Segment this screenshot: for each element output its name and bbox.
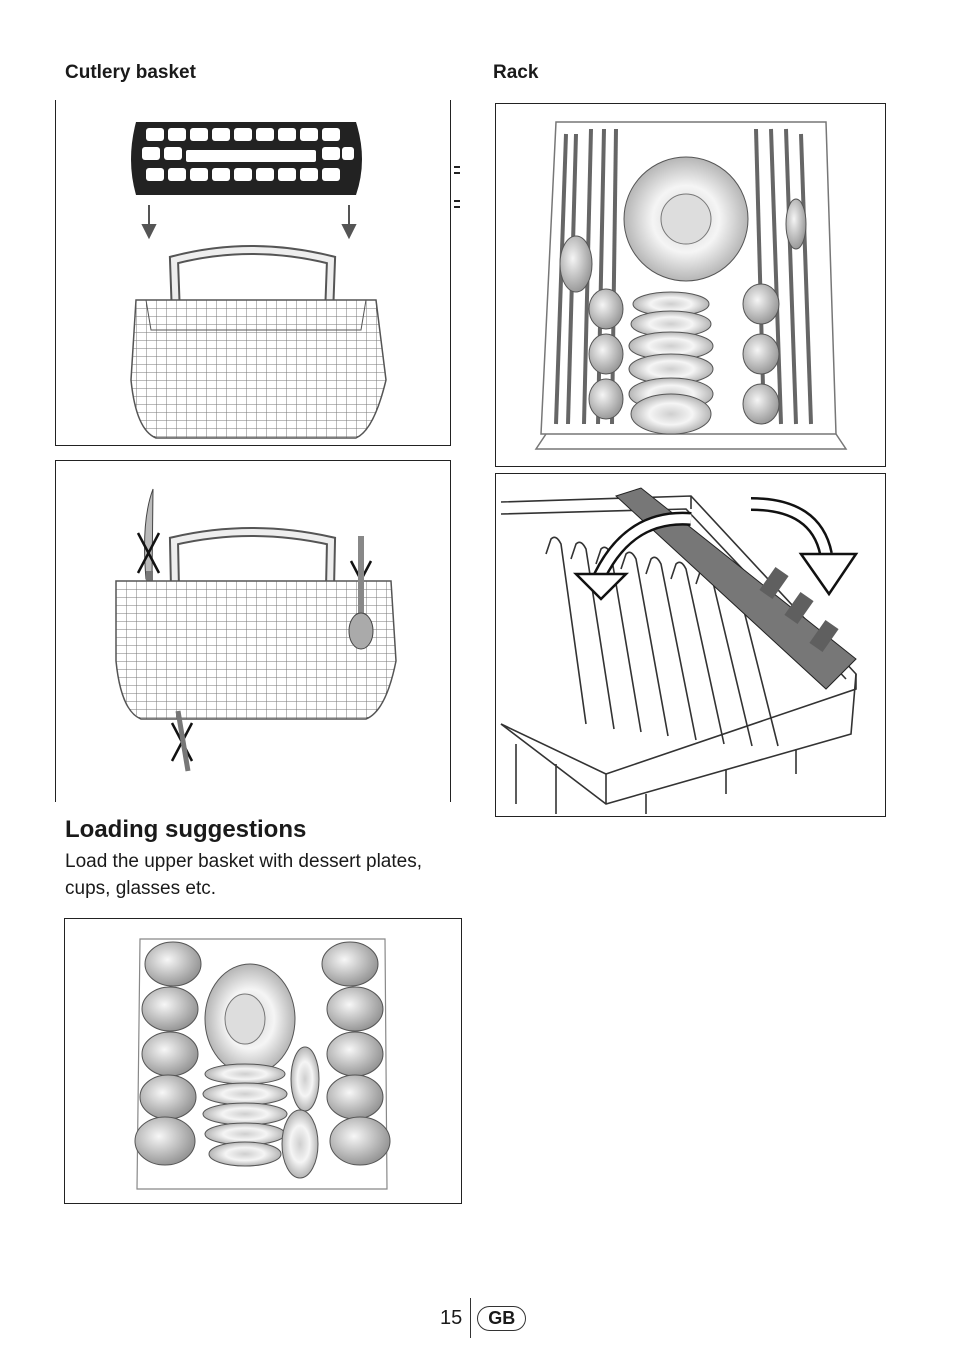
figure-rack-folding <box>495 473 886 817</box>
figure-upper-basket <box>64 918 462 1204</box>
footer-divider <box>470 1298 472 1338</box>
rack-heading: Rack <box>493 62 539 83</box>
cutlery-basket-incorrect-illustration <box>115 488 397 772</box>
language-badge: GB <box>477 1305 527 1331</box>
cutlery-basket-lid-illustration <box>130 122 387 439</box>
page-footer: 15 GB <box>440 1298 527 1338</box>
figure-cutlery-basket-lid <box>55 100 460 446</box>
cutlery-basket-heading: Cutlery basket <box>65 62 196 83</box>
figure-rack-loaded <box>495 103 886 467</box>
upper-basket-illustration <box>134 938 391 1190</box>
page-number: 15 <box>440 1306 463 1329</box>
loading-suggestions-title: Loading suggestions <box>65 816 307 843</box>
figure-cutlery-basket-incorrect <box>55 460 451 802</box>
rack-folding-illustration <box>500 487 859 814</box>
rack-loaded-illustration <box>534 121 848 450</box>
loading-suggestions-body: Load the upper basket with dessert plate… <box>65 851 423 899</box>
